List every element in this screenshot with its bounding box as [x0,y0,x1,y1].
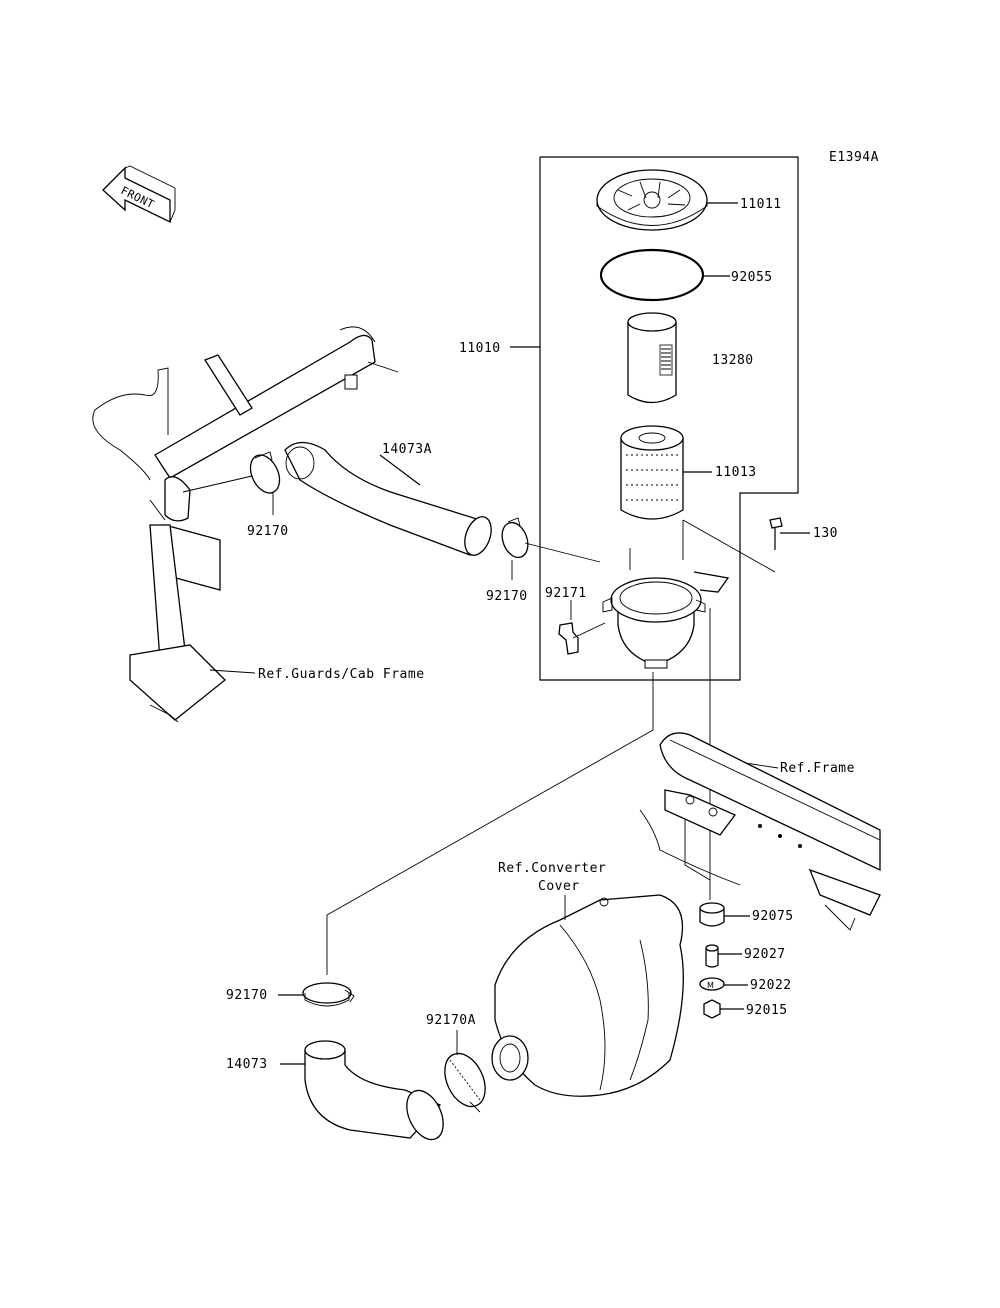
converter-cover-label-line1: Ref.Converter [498,861,606,876]
svg-text:M: M [707,981,714,990]
sleeve-label: 13280 [712,353,754,368]
cap-label: 11011 [740,197,782,212]
sleeve-part [627,312,677,404]
guards-cab-frame-label: Ref.Guards/Cab Frame [258,667,425,682]
bolt-label: 130 [813,526,838,541]
clamp-left-part [249,451,281,494]
duct-lower-label: 14073 [226,1057,268,1072]
converter-cover-label-line2: Cover [538,879,580,894]
assembly-bracket [510,156,799,681]
element-label: 11013 [715,465,757,480]
duct-upper-label: 14073A [382,442,432,457]
washer-label: 92022 [750,978,792,993]
diagram-code: E1394A [829,150,879,165]
guards-frame-structure [92,326,399,723]
element-part [620,425,684,520]
collar-label: 92027 [744,947,786,962]
grommet-part [699,902,725,927]
clamp-lower-a-label: 92170A [426,1013,476,1028]
clamp-lower-label: 92170 [226,988,268,1003]
clip-part [558,622,579,655]
bolt-part [769,517,783,550]
o-ring-part [599,248,705,302]
duct-lower-part [304,1040,444,1141]
front-arrow-icon: FRONT [102,165,176,224]
washer-part: M [699,977,725,991]
assembly-label: 11010 [459,341,501,356]
clamp-center-part [501,517,529,559]
housing-part [602,571,730,669]
clamp-lower-a-part [444,1052,486,1113]
cap-part [596,169,708,231]
grommet-label: 92075 [752,909,794,924]
converter-cover-structure [491,894,684,1097]
clamp-lower-part [302,982,355,1007]
duct-upper-part [284,441,492,556]
nut-part [703,999,721,1019]
clamp-center-label: 92170 [486,589,528,604]
collar-part [705,944,719,968]
ref-frame-structure [639,732,881,931]
nut-label: 92015 [746,1003,788,1018]
frame-label: Ref.Frame [780,761,855,776]
o-ring-label: 92055 [731,270,773,285]
clamp-left-label: 92170 [247,524,289,539]
clip-label: 92171 [545,586,587,601]
